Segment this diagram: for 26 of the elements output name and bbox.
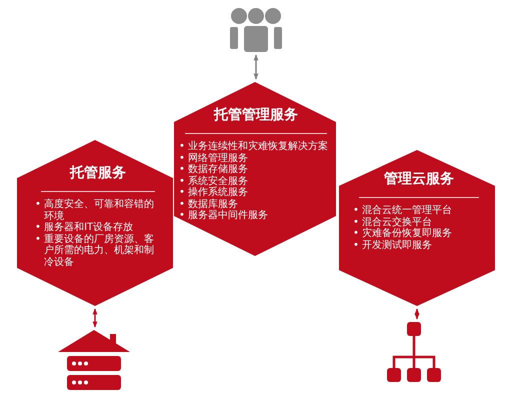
bullet-item: • 服务器和IT设备存放 xyxy=(35,222,134,234)
server-house-icon xyxy=(58,330,130,392)
bullet-item: • 混合云交换平台 xyxy=(353,216,434,228)
double-arrow xyxy=(92,308,98,328)
people-icon xyxy=(230,8,282,52)
bullet-item: • 数据库服务 xyxy=(179,198,240,210)
hexagon-card xyxy=(17,140,173,306)
bullet-item: • 混合云统一管理平台 xyxy=(353,205,454,216)
bullet-item: • 数据存储服务 xyxy=(179,164,250,176)
bullet-item: • 高度安全、可靠和容错的环境 xyxy=(35,199,156,222)
double-arrow xyxy=(414,308,420,320)
card-title: 托管管理服务 xyxy=(212,106,299,124)
double-arrow xyxy=(254,54,258,80)
card-title: 管理云服务 xyxy=(383,170,455,188)
bullet-item: • 开发测试即服务 xyxy=(353,240,434,251)
bullet-item: • 操作系统服务 xyxy=(179,187,250,198)
hexagon-card xyxy=(339,150,495,306)
bullet-item: • 网络管理服务 xyxy=(179,152,250,164)
hexagon-card xyxy=(174,82,336,256)
bullet-item: • 系统安全服务 xyxy=(179,176,250,186)
network-icon xyxy=(386,322,442,384)
bullet-item: • 服务器中间件服务 xyxy=(179,210,270,222)
bullet-item: • 重要设备的厂房资源、客户所需的电力、机架和制冷设备 xyxy=(35,234,156,268)
card-title: 托管服务 xyxy=(68,164,127,182)
bullet-item: • 业务连续性和灾难恢复解决方案 xyxy=(179,141,330,152)
bullet-item: • 灾难备份恢复即服务 xyxy=(353,228,454,240)
